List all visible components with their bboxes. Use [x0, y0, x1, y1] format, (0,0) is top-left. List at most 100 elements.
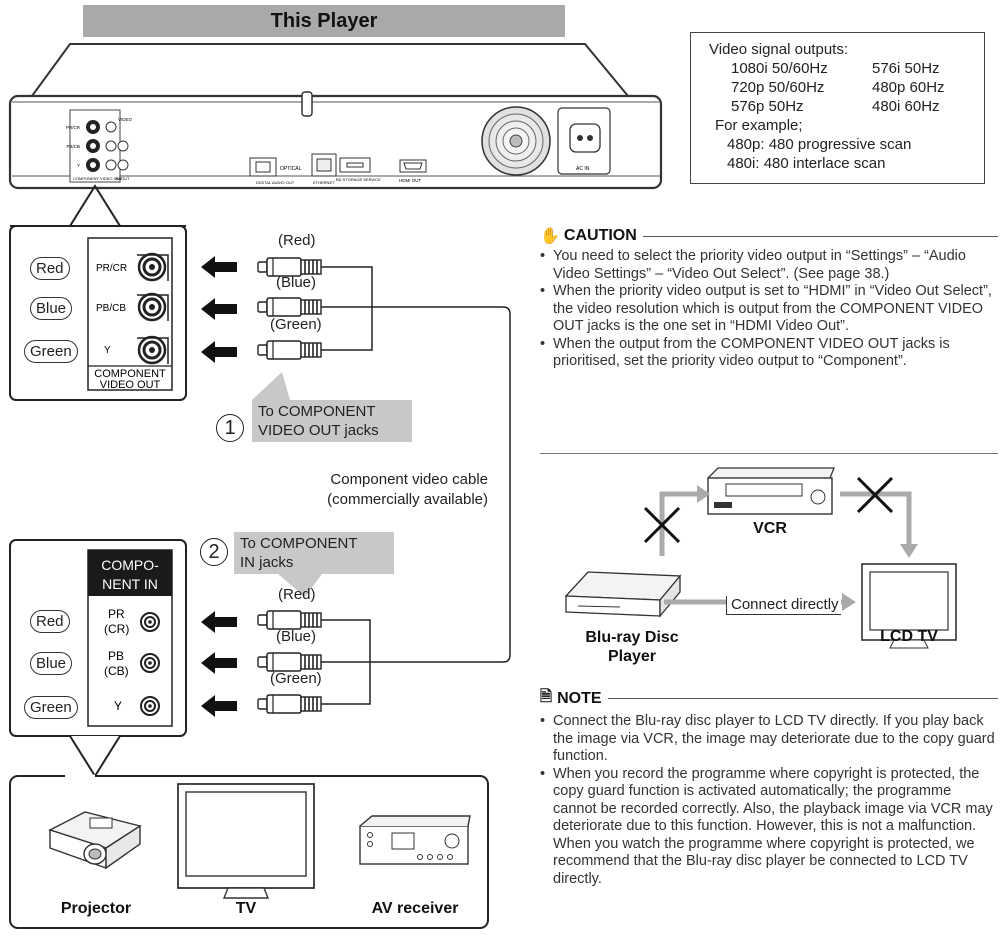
- note-title: NOTE: [557, 689, 602, 707]
- bottom-jack-label-pb: PB: [108, 649, 124, 663]
- rear-label-optical: OPTICAL: [280, 166, 302, 172]
- step1-line: To COMPONENT: [258, 403, 376, 420]
- step1-line: VIDEO OUT jacks: [258, 422, 379, 439]
- step1-callout: To COMPONENT VIDEO OUT jacks: [252, 400, 412, 442]
- rear-label-avout: AV OUT: [115, 176, 130, 181]
- rear-label-ethernet: ETHERNET: [313, 180, 335, 185]
- note-section: 🗎 NOTE Connect the Blu-ray disc player t…: [540, 686, 998, 888]
- rear-label-digital: DIGITAL AUDIO OUT: [256, 180, 295, 185]
- rear-label-hdmi: HDMI OUT: [399, 178, 421, 183]
- signal-row: 576p 50Hz 480i 60Hz: [709, 97, 974, 116]
- signal-heading: Video signal outputs:: [709, 41, 848, 58]
- signal-cell: 480i 60Hz: [872, 98, 940, 115]
- rear-label-pb: PB/CB: [66, 144, 80, 149]
- projector-icon: [48, 811, 142, 870]
- bottom-jack-sub-pb: (CB): [104, 664, 129, 678]
- caution-list: You need to select the priority video ou…: [540, 248, 998, 371]
- example-line: 480p: 480 progressive scan: [727, 136, 912, 153]
- rear-label-pr: PR/CR: [66, 125, 81, 130]
- rear-label-component: COMPONENT VIDEO OUT: [73, 176, 123, 181]
- color-pill-blue: Blue: [30, 297, 73, 320]
- caution-header: ✋ CAUTION: [540, 226, 998, 246]
- cable-label-red: (Red): [278, 232, 316, 249]
- color-pill-red: Red: [30, 610, 70, 633]
- video-signal-box: Video signal outputs: 1080i 50/60Hz 576i …: [690, 32, 985, 184]
- cable-caption: Component video cable (commercially avai…: [300, 470, 488, 510]
- color-pill-blue: Blue: [30, 652, 73, 675]
- example-line: 480i: 480 interlace scan: [727, 155, 886, 172]
- arrow-bottom-blue: [201, 652, 237, 674]
- av-receiver-icon: [359, 815, 471, 865]
- step2-line: IN jacks: [240, 554, 294, 571]
- vcr-label: VCR: [753, 520, 787, 537]
- signal-cell: 576i 50Hz: [872, 60, 940, 77]
- cable-label-green: (Green): [270, 316, 322, 333]
- caution-item: When the priority video output is set to…: [540, 283, 998, 336]
- player-header: This Player: [83, 5, 565, 37]
- device-label-projector: Projector: [60, 900, 132, 917]
- caution-rule: [642, 235, 998, 237]
- top-jack-label-pb: PB/CB: [96, 303, 126, 314]
- bottom-jack-label-pr: PR: [108, 607, 125, 621]
- connect-directly-label: Connect directly: [726, 596, 841, 615]
- signal-cell: 1080i 50/60Hz: [731, 60, 828, 77]
- bottom-jack-label-y: Y: [114, 699, 122, 713]
- vcr-diagram: [564, 467, 957, 649]
- signal-cell: 720p 50/60Hz: [731, 79, 825, 96]
- note-icon: 🗎: [540, 688, 553, 705]
- caution-title: CAUTION: [563, 227, 637, 244]
- component-out-title-1: COMPONENT: [94, 368, 166, 380]
- player-label-line: Player: [607, 648, 657, 665]
- arrow-top-blue: [201, 298, 237, 320]
- caution-item: You need to select the priority video ou…: [540, 248, 998, 283]
- arrow-bottom-red: [201, 611, 237, 633]
- rear-label-acin: AC IN: [576, 166, 590, 172]
- component-in-title-1: COMPO-: [101, 557, 159, 573]
- cable-caption-line: Component video cable: [330, 471, 488, 488]
- cable-label-red: (Red): [278, 586, 316, 603]
- signal-cell: 576p 50Hz: [731, 98, 804, 115]
- device-label-tv: TV: [235, 900, 257, 917]
- note-item: Connect the Blu-ray disc player to LCD T…: [540, 713, 998, 766]
- note-item: When you record the programme where copy…: [540, 766, 998, 889]
- step-number-2: 2: [200, 538, 228, 566]
- component-in-title-2: NENT IN: [102, 576, 158, 592]
- player-label: Blu-ray Disc Player: [572, 628, 692, 666]
- cable-label-blue: (Blue): [276, 274, 317, 291]
- device-label-av-receiver: AV receiver: [371, 900, 459, 917]
- lcd-tv-label: LCD TV: [880, 628, 938, 645]
- cable-label-green: (Green): [270, 670, 322, 687]
- bottom-jack-sub-pr: (CR): [104, 622, 129, 636]
- arrow-bottom-green: [201, 695, 237, 717]
- rear-label-bdstorage: BD STORAGE SERVICE: [336, 177, 381, 182]
- step2-callout: To COMPONENT IN jacks: [234, 532, 394, 574]
- color-pill-red: Red: [30, 257, 70, 280]
- color-pill-green: Green: [24, 340, 78, 363]
- top-jack-label-y: Y: [104, 345, 111, 356]
- section-divider: [540, 453, 998, 454]
- player-rear-panel: PR/CR PB/CB Y VIDEO COMPONENT VIDEO OUT …: [8, 43, 663, 190]
- example-heading: For example;: [715, 117, 803, 134]
- arrow-top-red: [201, 256, 237, 278]
- signal-row: 720p 50/60Hz 480p 60Hz: [709, 78, 974, 97]
- cable-caption-line: (commercially available): [327, 491, 488, 508]
- tv-icon: [177, 783, 315, 899]
- color-pill-green: Green: [24, 696, 78, 719]
- top-jack-label-pr: PR/CR: [96, 263, 127, 274]
- signal-cell: 480p 60Hz: [872, 79, 945, 96]
- component-out-title-2: VIDEO OUT: [100, 379, 161, 391]
- caution-section: ✋ CAUTION You need to select the priorit…: [540, 226, 998, 371]
- step2-line: To COMPONENT: [240, 535, 358, 552]
- hand-caution-icon: ✋: [540, 228, 560, 245]
- caution-item: When the output from the COMPONENT VIDEO…: [540, 336, 998, 371]
- arrow-top-green: [201, 341, 237, 363]
- rear-label-y: Y: [77, 163, 80, 168]
- signal-row: 1080i 50/60Hz 576i 50Hz: [709, 59, 974, 78]
- step-number-1: 1: [216, 414, 244, 442]
- note-list: Connect the Blu-ray disc player to LCD T…: [540, 713, 998, 888]
- cable-label-blue: (Blue): [276, 628, 317, 645]
- rear-label-video: VIDEO: [118, 117, 133, 122]
- note-rule: [607, 698, 998, 699]
- note-header: 🗎 NOTE: [540, 686, 998, 711]
